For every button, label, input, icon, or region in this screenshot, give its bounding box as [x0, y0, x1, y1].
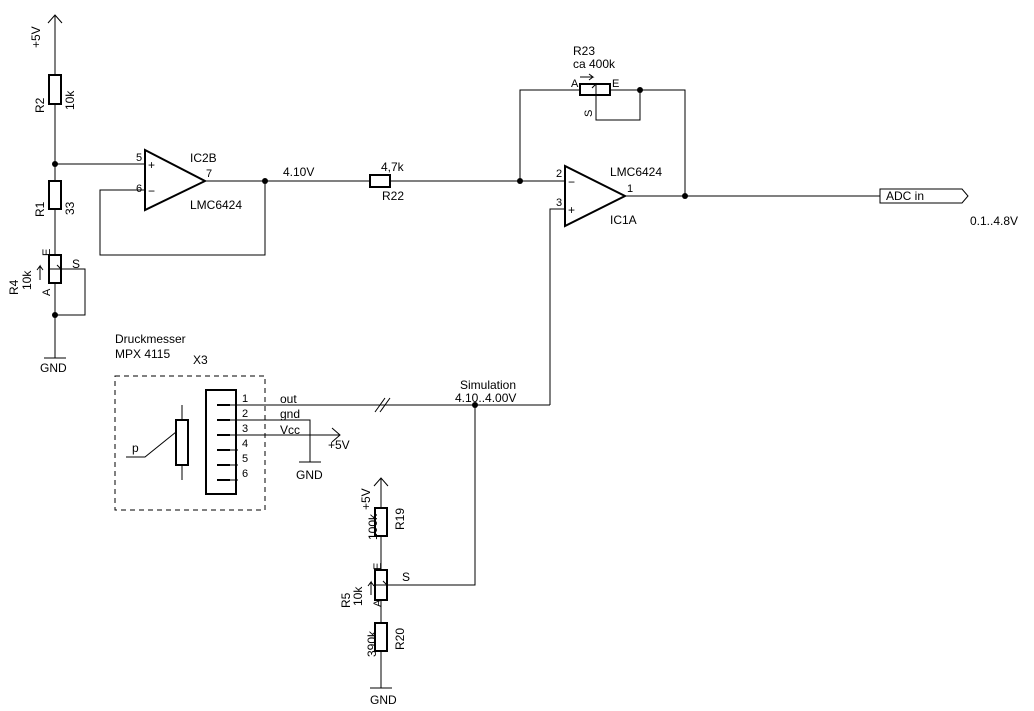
gnd-label-left: GND: [40, 361, 67, 375]
r4-pin-e: E: [41, 249, 53, 256]
adc-port: [879, 188, 969, 204]
connector-x3: [205, 389, 237, 495]
vcc-arrow-sensor: [331, 427, 341, 443]
r4-value: 10k: [20, 270, 34, 290]
ic1a-ref: IC1A: [610, 213, 637, 227]
ic2b-pin6: 6: [136, 183, 142, 195]
vcc-label-r19: +5V: [359, 488, 373, 510]
r5-value: 10k: [351, 586, 365, 606]
ic1a-body: [564, 164, 628, 228]
vcc-label-sensor: +5V: [328, 438, 350, 452]
r19-value: 100k: [366, 513, 380, 540]
vcc-arrow-top: [47, 14, 63, 24]
vcc-arrow-r19: [373, 477, 389, 487]
r19-body: [374, 507, 388, 537]
r4-pin-s: S: [72, 257, 80, 271]
pin-3-name: Vcc: [280, 423, 300, 437]
r5-adjust-arrow: [367, 580, 375, 595]
r23-wiper-arrow: [591, 82, 597, 98]
r4-ref: R4: [7, 279, 21, 295]
pressure-label: p: [132, 441, 139, 455]
gnd-label-sensor: GND: [296, 468, 323, 482]
simulation-label: Simulation: [460, 378, 516, 392]
r1-value: 33: [63, 201, 77, 215]
gnd-label-bottom: GND: [370, 693, 397, 707]
vcc-label-top: +5V: [29, 26, 43, 48]
pin-6-num: 6: [242, 468, 248, 480]
r5-ref: R5: [339, 592, 353, 608]
simulation-range: 4.10..4.00V: [455, 391, 516, 405]
ic2b-part: LMC6424: [190, 198, 242, 212]
ic1a-pin3: 3: [556, 197, 562, 209]
r2-value: 10k: [63, 90, 77, 110]
r5-pin-a: A: [372, 599, 384, 607]
pin-1-num: 1: [242, 393, 248, 405]
ic2b-body: [144, 148, 208, 212]
r23-pin-a: A: [571, 78, 579, 90]
r4-pin-a: A: [41, 288, 53, 296]
adc-label: ADC in: [886, 189, 924, 203]
r23-pin-e: E: [612, 78, 619, 90]
r5-pin-e: E: [372, 563, 384, 570]
r20-value: 390k: [365, 630, 379, 657]
ref-voltage-label: 4.10V: [283, 165, 314, 179]
pin-1-name: out: [280, 392, 297, 406]
r4-adjust-arrow: [36, 264, 44, 280]
r23-adjust-arrow: [580, 73, 595, 81]
sensor-model: MPX 4115: [115, 347, 170, 361]
sensor-title: Druckmesser: [115, 332, 186, 346]
pin-2-num: 2: [242, 408, 248, 420]
r5-pin-s: S: [402, 570, 410, 584]
sensor-frame: [114, 375, 266, 511]
pin-4-num: 4: [242, 438, 248, 450]
ic1a-part: LMC6424: [610, 165, 662, 179]
ic2b-pin7: 7: [206, 168, 212, 180]
pressure-element: [175, 419, 189, 466]
r22-value: 4,7k: [381, 160, 405, 174]
pin-5-num: 5: [242, 453, 248, 465]
r4-wiper-arrow: [49, 264, 63, 270]
ic1a-plus: +: [568, 203, 575, 217]
r20-ref: R20: [393, 628, 407, 650]
r20-body: [374, 622, 388, 652]
adc-range: 0.1..4.8V: [970, 214, 1018, 228]
ic2b-minus: −: [148, 184, 155, 198]
pin-2-name: gnd: [280, 407, 300, 421]
r23-body: [579, 83, 611, 96]
r1-ref: R1: [33, 201, 47, 217]
ic2b-ref: IC2B: [190, 151, 217, 165]
r2-ref: R2: [33, 97, 47, 113]
ic1a-pin1: 1: [627, 183, 633, 195]
r23-ref: R23: [573, 44, 595, 58]
r19-ref: R19: [393, 508, 407, 530]
r23-pin-s: S: [583, 110, 595, 117]
r22-body: [369, 174, 391, 188]
connector-ref: X3: [193, 353, 208, 367]
ic2b-plus: +: [148, 158, 155, 172]
r2-body: [48, 74, 62, 105]
ic1a-minus: −: [568, 175, 575, 189]
r22-ref: R22: [382, 189, 404, 203]
ic2b-pin5: 5: [136, 152, 142, 164]
ic1a-pin2: 2: [556, 168, 562, 180]
junctions: [52, 87, 688, 408]
r23-value: ca 400k: [573, 57, 616, 71]
connector-pin-markers: [217, 404, 230, 481]
wires: [54, 15, 880, 688]
r1-body: [48, 180, 62, 210]
r5-wiper-arrow: [375, 580, 389, 586]
pin-3-num: 3: [242, 423, 248, 435]
